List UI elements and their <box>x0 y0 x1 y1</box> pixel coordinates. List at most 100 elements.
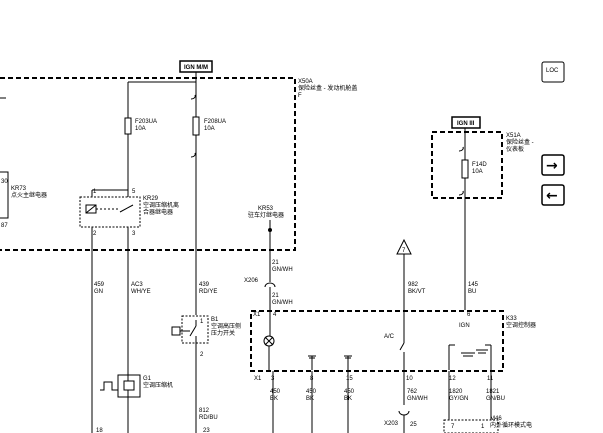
actuator-m46: 7 1 M46 内外循环模式电 <box>443 416 532 433</box>
x1-top-label: X1 <box>253 312 261 318</box>
kr29-pin3: 3 <box>132 231 136 237</box>
relay-kr29: 1 5 2 3 KR29 空调压缩机离 合器继电器 <box>79 189 179 237</box>
x1-pin6: 6 <box>467 312 471 318</box>
forward-button[interactable]: → <box>541 154 565 176</box>
wire-1820-color: GY/GN <box>449 396 468 402</box>
kr73-pin87: 87 <box>1 223 8 229</box>
wire-1820-num: 1820 <box>449 389 463 395</box>
kr73-code: KR73 <box>11 186 27 192</box>
kr29-code: KR29 <box>143 196 159 202</box>
wire-812-num: 812 <box>199 408 210 414</box>
ac-label: A/C <box>384 334 395 340</box>
kr29-name2: 合器继电器 <box>143 208 173 216</box>
f203-amp: 10A <box>135 126 146 132</box>
wire-145-color: BU <box>468 289 476 295</box>
ground-icon <box>308 355 316 370</box>
kr53-code: KR53 <box>258 206 274 212</box>
x203-pin25: 25 <box>410 422 417 428</box>
f14d-amp: 10A <box>472 169 483 175</box>
ign-main-label: IGN M/M <box>184 65 208 71</box>
fuse-f14d: F14D 10A <box>461 159 487 179</box>
ground-icon <box>461 352 475 357</box>
g1-code: G1 <box>143 376 152 382</box>
kr29-name: 空调压缩机离 <box>143 201 179 209</box>
connector-x203: X203 <box>384 421 399 427</box>
wire-450c-color: BK <box>344 396 352 402</box>
loc-label: LOC <box>546 68 559 74</box>
k33-pin12: 12 <box>449 376 456 382</box>
b1-pin2: 2 <box>200 352 204 358</box>
x1-pin4: 4 <box>273 312 277 318</box>
connector-x206: X206 <box>244 278 259 284</box>
svg-text:7: 7 <box>402 248 406 254</box>
wire-982-color: BK/VT <box>408 289 426 295</box>
ign-main-tag: IGN M/M <box>179 60 213 73</box>
x51a-name: 保险丝盒 - <box>506 138 534 146</box>
wire-450b-num: 450 <box>306 389 317 395</box>
arrow-right-icon: → <box>546 158 558 174</box>
b1-name: 空调高压侧 <box>211 322 241 330</box>
wire-762-color: GN/WH <box>407 396 428 402</box>
fuse-f203ua: F203UA 10A <box>124 117 157 135</box>
wire-1821-num: 1821 <box>486 389 500 395</box>
wire-1821-color: GN/BU <box>486 396 505 402</box>
ign-iii-label: IGN III <box>457 121 475 127</box>
wire-ac3-num: AC3 <box>131 282 143 288</box>
kr29-pin1: 1 <box>93 189 97 195</box>
ground-icon <box>344 355 352 370</box>
wire-21b-color: GN/WH <box>272 300 293 306</box>
kr53-name: 驻车灯继电器 <box>248 211 284 219</box>
ign-input-label: IGN <box>459 323 470 329</box>
f208-amp: 10A <box>204 126 215 132</box>
wire-439-num: 439 <box>199 282 210 288</box>
wire-145-num: 145 <box>468 282 479 288</box>
wire-21a-color: GN/WH <box>272 267 293 273</box>
triangle-icon: 7 <box>396 238 412 255</box>
k33-code: K33 <box>506 316 517 322</box>
k33-pin15: 15 <box>346 376 353 382</box>
k33-name: 空调控制器 <box>506 321 536 329</box>
x51a-code: X51A <box>506 133 521 139</box>
g1-name: 空调压缩机 <box>143 381 173 389</box>
k33-pin10: 10 <box>406 376 413 382</box>
b1-pin1: 1 <box>200 319 204 325</box>
b1-code: B1 <box>211 317 219 323</box>
f14d-code: F14D <box>472 162 487 168</box>
wire-459-num: 459 <box>94 282 105 288</box>
wire-450a-num: 450 <box>270 389 281 395</box>
loc-button[interactable]: LOC <box>541 61 565 83</box>
back-button[interactable]: ← <box>541 184 565 206</box>
k33-pin11: 11 <box>487 376 494 382</box>
compressor-g1: G1 空调压缩机 <box>100 374 173 398</box>
wire-450b-color: BK <box>306 396 314 402</box>
kr73-pin30: 30 <box>1 179 8 185</box>
pin-23: 23 <box>203 428 210 433</box>
pressure-switch-b1: 1 2 B1 空调高压侧 压力开关 <box>171 315 241 358</box>
pin-18: 18 <box>96 428 103 433</box>
ac-controller-k33: K33 空调控制器 X1 4 6 IGN X1 3 8 15 10 12 11 … <box>250 310 536 382</box>
x50a-code: X50A <box>298 79 313 85</box>
b1-name2: 压力开关 <box>211 329 235 337</box>
relay-kr73: 30 KR73 点火主继电器 87 <box>0 171 47 229</box>
wire-ac3-color: WH/YE <box>131 289 151 295</box>
kr29-pin2: 2 <box>93 231 97 237</box>
wire-459-color: GN <box>94 289 103 295</box>
x50a-name: 保险丝盒 - 发动机舱盖 <box>298 84 357 92</box>
fuse-box-x51a: X51A 保险丝盒 - 仪表板 <box>431 131 534 199</box>
x1-bottom-label: X1 <box>254 376 262 382</box>
fuse-box-x50a: X50A 保险丝盒 - 发动机舱盖 F <box>0 77 357 251</box>
f208-code: F208UA <box>204 119 226 125</box>
pressure-sensor-icon <box>171 326 181 336</box>
wire-439-color: RD/YE <box>199 289 217 295</box>
m46-pin7: 7 <box>451 424 455 430</box>
m46-name: 内外循环模式电 <box>490 421 532 429</box>
fuse-f208ua: F208UA 10A <box>192 116 226 136</box>
wire-982-num: 982 <box>408 282 419 288</box>
x51a-name2: 仪表板 <box>506 145 524 153</box>
x50a-sub: F <box>298 93 302 99</box>
ign-iii-tag: IGN III <box>451 116 481 129</box>
m46-code: M46 <box>490 416 502 422</box>
wire-812-color: RD/BU <box>199 415 218 421</box>
wire-762-num: 762 <box>407 389 418 395</box>
